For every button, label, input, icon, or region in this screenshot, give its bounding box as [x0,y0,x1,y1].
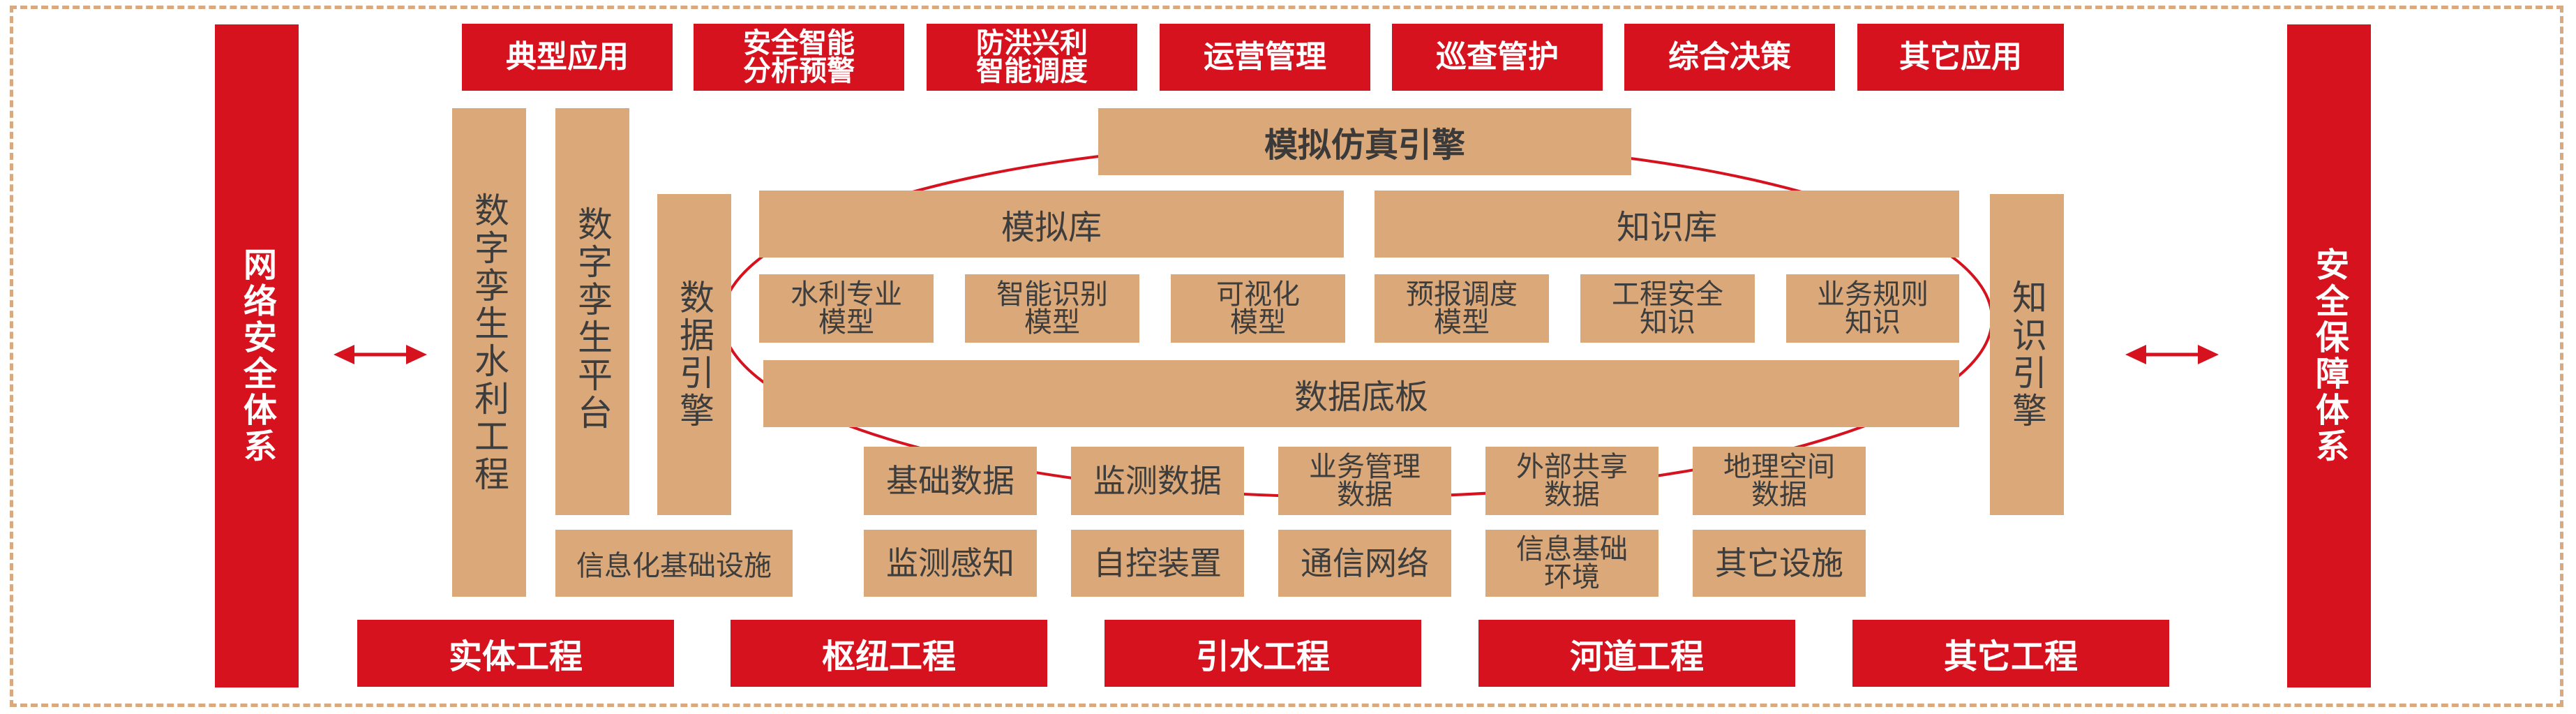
right-double-arrow [2125,345,2219,364]
model-item: 水利专业 模型 [759,274,934,343]
model-library: 模拟库 [759,191,1344,258]
digital-twin-platform: 数字孪生平台 [555,108,629,515]
app-decision: 综合决策 [1624,24,1835,91]
knowledge-item: 工程安全 知识 [1580,274,1755,343]
project-hub: 枢纽工程 [731,620,1047,687]
data-type-item: 业务管理 数据 [1278,447,1451,515]
knowledge-item: 业务规则 知识 [1786,274,1959,343]
knowledge-library: 知识库 [1375,191,1959,258]
app-typical: 典型应用 [462,24,673,91]
app-operations: 运营管理 [1160,24,1370,91]
left-double-arrow [334,345,427,364]
app-patrol: 巡查管护 [1392,24,1603,91]
infrastructure-label: 信息化基础设施 [555,530,793,597]
project-water-diversion: 引水工程 [1104,620,1421,687]
app-flood-dispatch: 防洪兴利 智能调度 [927,24,1137,91]
simulation-engine: 模拟仿真引擎 [1098,108,1631,175]
data-engine: 数据引擎 [657,194,731,515]
app-safety-analysis: 安全智能 分析预警 [694,24,904,91]
infrastructure-item: 其它设施 [1693,530,1866,597]
data-type-item: 外部共享 数据 [1485,447,1658,515]
data-type-item: 基础数据 [864,447,1037,515]
infrastructure-item: 监测感知 [864,530,1037,597]
app-other: 其它应用 [1857,24,2064,91]
knowledge-item: 预报调度 模型 [1375,274,1549,343]
infrastructure-item: 通信网络 [1278,530,1451,597]
project-river-channel: 河道工程 [1478,620,1795,687]
security-assurance-system: 安全保障体系 [2287,24,2371,687]
model-item: 智能识别 模型 [965,274,1139,343]
model-item: 可视化 模型 [1171,274,1345,343]
knowledge-engine: 知识引擎 [1990,194,2064,515]
project-other: 其它工程 [1852,620,2169,687]
data-base-board: 数据底板 [763,360,1959,427]
outer-dashed-frame [10,6,2563,707]
infrastructure-item: 信息基础 环境 [1485,530,1658,597]
digital-twin-project: 数字孪生水利工程 [452,108,526,597]
infrastructure-item: 自控装置 [1071,530,1244,597]
network-security-system: 网络安全体系 [215,24,299,687]
data-type-item: 地理空间 数据 [1693,447,1866,515]
data-type-item: 监测数据 [1071,447,1244,515]
project-physical: 实体工程 [357,620,674,687]
